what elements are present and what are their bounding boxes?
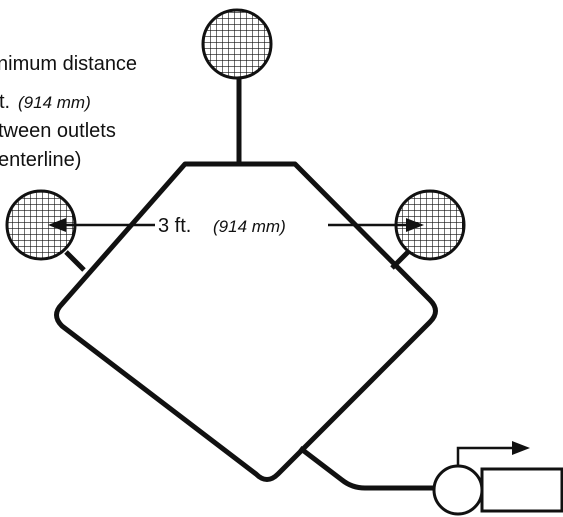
flow-arrow-icon: [456, 446, 520, 466]
left-outlet-connector: [64, 250, 86, 272]
pump-motor-housing: [480, 467, 563, 513]
caption-line-2-metric: (914 mm): [18, 93, 91, 112]
caption-line-1: nimum distance: [0, 53, 137, 75]
top-outlet-grate-icon: [201, 8, 273, 80]
caption-line-4: enterline): [0, 149, 81, 171]
discharge-pipe: [298, 446, 434, 491]
caption-line-3: tween outlets: [0, 120, 116, 142]
dimension-label-metric: (914 mm): [213, 217, 286, 236]
dimension-label-imperial: 3 ft.: [158, 215, 191, 237]
basin-outline: [54, 161, 438, 482]
flow-arrowhead-icon: [512, 441, 530, 455]
pump-icon: [432, 464, 484, 516]
right-outlet-connector: [390, 250, 410, 270]
dimension-arrow-left-icon: [48, 218, 66, 232]
dimension-arrow-right-icon: [406, 218, 424, 232]
caption-line-2-prefix: t.: [0, 91, 10, 113]
